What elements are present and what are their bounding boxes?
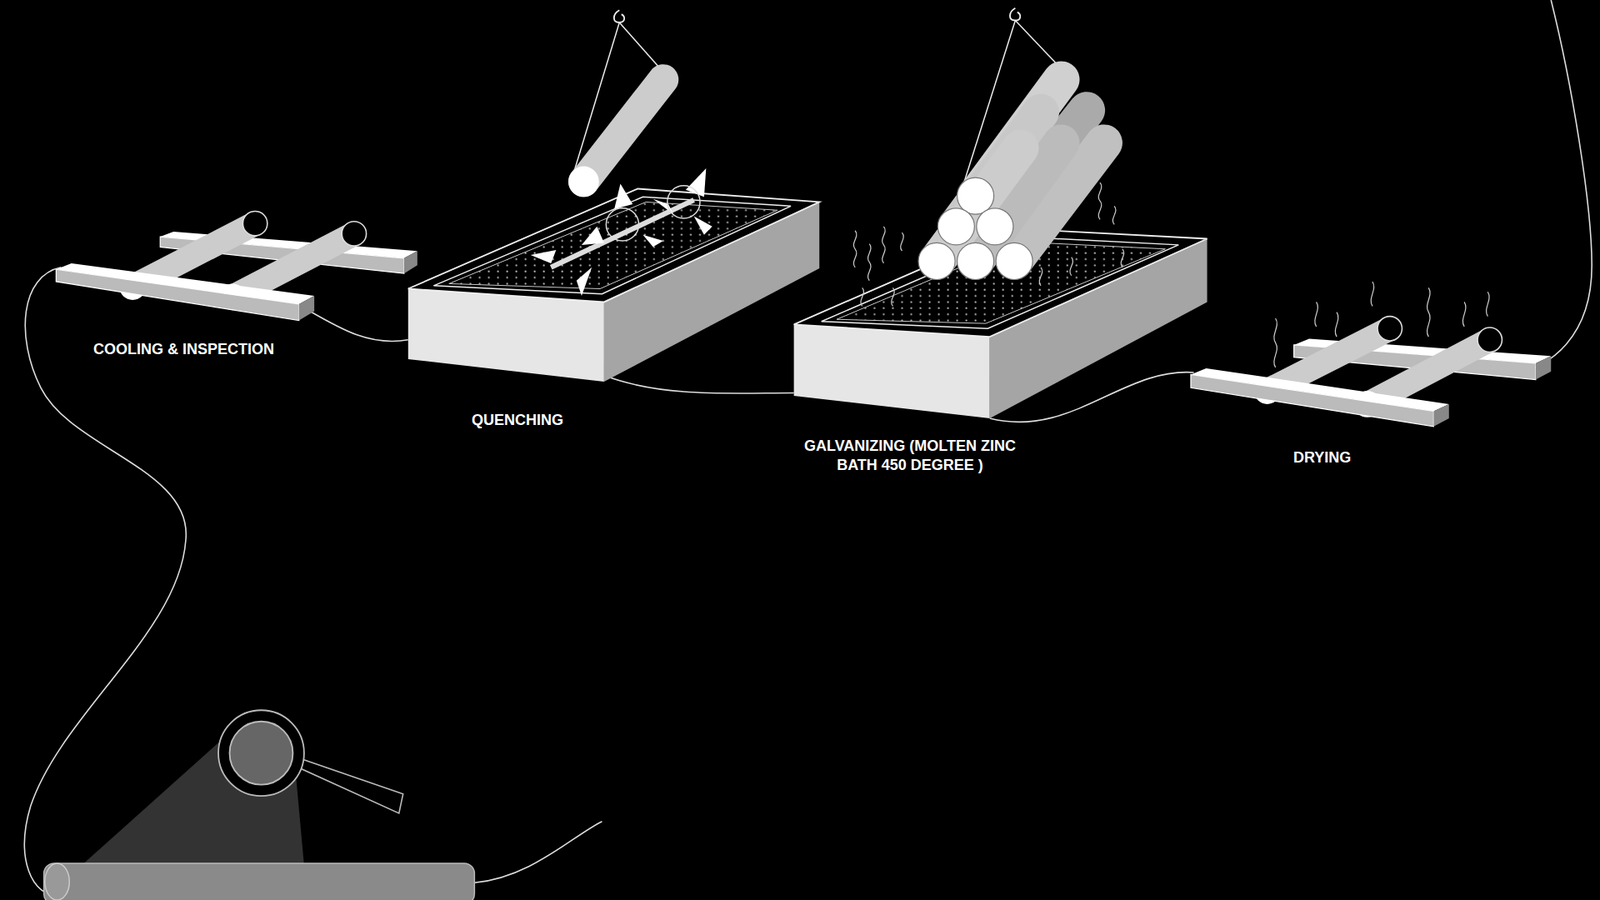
step-label: GALVANIZING (MOLTEN ZINC BATH 450 DEGREE… <box>789 435 1031 477</box>
illustration-part <box>449 201 778 289</box>
illustration-part <box>882 226 886 264</box>
illustration-part <box>918 177 1033 280</box>
illustration-part <box>1486 291 1490 316</box>
illustration-part <box>1535 355 1551 380</box>
illustration-part <box>957 242 995 280</box>
illustration-part <box>1335 312 1339 337</box>
illustration-part <box>1370 281 1375 306</box>
illustration-part <box>794 324 990 419</box>
illustration-part <box>474 821 602 883</box>
step-label: DRYING <box>1290 447 1355 469</box>
illustration-part <box>1039 267 1043 286</box>
illustration-part <box>860 287 865 306</box>
illustration-part <box>298 759 404 814</box>
quenching-tank <box>408 168 820 382</box>
illustration-part <box>1120 249 1125 268</box>
illustration-part <box>1477 327 1502 352</box>
illustration-part <box>685 168 706 197</box>
illustration-part <box>44 863 475 900</box>
illustration-part <box>1015 20 1056 63</box>
illustration-part <box>891 287 895 306</box>
inspection-magnifier <box>44 710 475 900</box>
illustration-part <box>937 208 975 245</box>
illustration-part <box>957 177 995 215</box>
illustration-part <box>530 168 713 296</box>
illustration-part <box>976 208 1014 245</box>
illustration-part <box>408 189 820 303</box>
illustration-part <box>614 10 625 23</box>
illustration-part <box>1510 0 1592 376</box>
illustration-part <box>242 210 267 235</box>
illustration-part <box>218 710 305 796</box>
illustration-part <box>300 305 409 341</box>
illustration-part <box>408 289 605 382</box>
pipe-bundle <box>918 8 1105 280</box>
illustration-part <box>299 295 315 320</box>
illustration-part <box>1098 182 1102 220</box>
illustration-part <box>614 183 633 210</box>
illustration-part <box>918 242 955 280</box>
illustration-part <box>1433 404 1449 427</box>
illustration-part <box>821 236 1180 329</box>
galvanizing-tank <box>794 182 1208 419</box>
illustration-part <box>642 235 663 248</box>
illustration-part <box>55 269 299 320</box>
illustration-part <box>230 721 294 785</box>
illustration-part <box>1112 205 1116 225</box>
illustration-part <box>900 232 905 251</box>
illustration-part <box>1367 340 1490 405</box>
illustration-part <box>605 208 639 241</box>
illustration-part <box>1315 301 1319 326</box>
hanging-pipe <box>568 10 664 197</box>
illustration-part <box>581 226 605 245</box>
illustration-part <box>936 80 1105 262</box>
illustration-part <box>1274 318 1278 368</box>
illustration-part <box>995 242 1033 280</box>
illustration-part <box>867 244 871 281</box>
illustration-part <box>853 230 857 268</box>
cooling-rack <box>55 210 417 320</box>
illustration-part <box>583 80 664 182</box>
illustration-part <box>1377 316 1402 341</box>
illustration-part <box>619 22 659 67</box>
illustration-part <box>433 196 791 294</box>
illustration-part <box>694 216 713 235</box>
illustration-part <box>1462 301 1466 326</box>
illustration-part <box>1010 8 1020 21</box>
illustration-part <box>530 250 557 264</box>
step-label: COOLING & INSPECTION <box>90 339 278 360</box>
illustration-part <box>341 221 366 246</box>
illustration-part <box>568 166 600 198</box>
illustration-part <box>604 375 795 394</box>
drying-rack <box>1190 281 1551 427</box>
process-wire <box>25 0 1593 896</box>
step-label: QUENCHING <box>468 410 567 431</box>
illustration-part <box>576 267 592 296</box>
illustration-part <box>667 185 700 219</box>
illustration-part <box>1427 287 1431 337</box>
illustration-part <box>404 250 418 274</box>
illustration-part <box>1070 257 1074 276</box>
illustration-part <box>45 863 70 900</box>
illustration-part <box>1190 374 1434 426</box>
illustration-part <box>836 241 1165 324</box>
illustration-part <box>550 200 694 268</box>
